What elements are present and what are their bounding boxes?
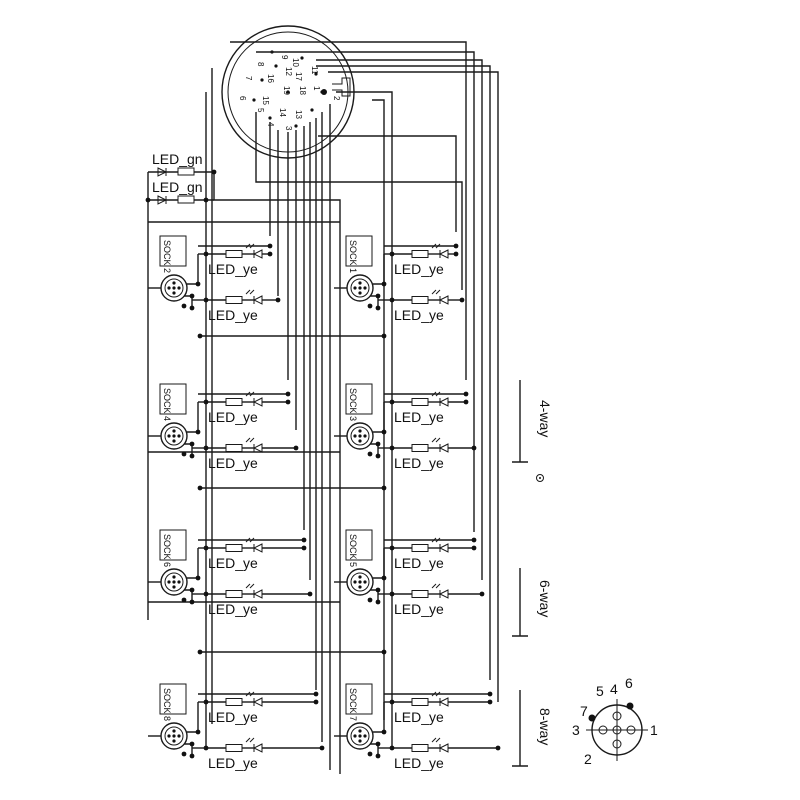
connector-pin-label: 5 — [256, 108, 265, 113]
led-ye-label: LED_ye — [208, 307, 258, 323]
pinout-detail: 1 2 3 4 5 6 7 — [572, 675, 658, 767]
led-ye-label: LED_ye — [394, 409, 444, 425]
pin-label-4: 4 — [610, 681, 618, 697]
connector-pin-label: 18 — [298, 86, 307, 95]
connector-pin-label: 7 — [244, 76, 253, 81]
variant-4-way: 4-way — [537, 400, 553, 437]
led-gn-label: LED_gn — [152, 179, 203, 195]
connector-pin-label: 14 — [278, 108, 287, 117]
led-ye-label: LED_ye — [208, 409, 258, 425]
led-ye-label: LED_ye — [394, 555, 444, 571]
connector-pin-label: 11 — [310, 66, 319, 75]
led-ye-label: LED_ye — [394, 601, 444, 617]
connector-pin-label: 9 — [280, 55, 289, 60]
connector-pin-label: 12 — [284, 67, 293, 76]
connector-pin-label: 8 — [256, 62, 265, 67]
connector-pin-label: 13 — [294, 110, 303, 119]
led-ye-label: LED_ye — [208, 555, 258, 571]
connector-pin-label: 19 — [282, 86, 291, 95]
connector-pin-label: 3 — [284, 126, 293, 131]
led-ye-label: LED_ye — [208, 601, 258, 617]
pin-label-7: 7 — [580, 703, 588, 719]
led-ye-label: LED_ye — [394, 261, 444, 277]
connector-pin-label: 15 — [261, 96, 270, 105]
socket-label: SOCK 2 — [162, 240, 172, 273]
variant-6-way: 6-way — [537, 580, 553, 617]
led-ye-label: LED_ye — [208, 709, 258, 725]
connector-pin-label: 2 — [332, 96, 341, 101]
socket-label: SOCK 8 — [162, 688, 172, 721]
connector-pin-label: 16 — [266, 74, 275, 83]
pin-label-6: 6 — [625, 675, 633, 691]
led-gn-label: LED_gn — [152, 151, 203, 167]
socket-label: SOCK 4 — [162, 388, 172, 421]
led-ye-label: LED_ye — [394, 709, 444, 725]
connector-pin-label: 6 — [238, 96, 247, 101]
socket-label: SOCK 6 — [162, 534, 172, 567]
led-ye-label: LED_ye — [394, 307, 444, 323]
led-ye-label: LED_ye — [208, 455, 258, 471]
connector-wiring — [147, 41, 499, 774]
led-ye-label: LED_ye — [394, 755, 444, 771]
socket-label: SOCK 7 — [348, 688, 358, 721]
pin-label-5: 5 — [596, 683, 604, 699]
socket-label: SOCK 5 — [348, 534, 358, 567]
led-ye-label: LED_ye — [394, 455, 444, 471]
pin-label-2: 2 — [584, 751, 592, 767]
distribution-lines — [148, 333, 387, 655]
connector-pin-label: 17 — [294, 72, 303, 81]
pin-label-3: 3 — [572, 722, 580, 738]
led-ye-label: LED_ye — [208, 261, 258, 277]
pin-label-1: 1 — [650, 722, 658, 738]
socket-label: SOCK 1 — [348, 240, 358, 273]
variant-brackets: 4-way 6-way 8-way — [512, 380, 553, 767]
led-gn-group: LED_gn LED_gn — [145, 151, 217, 205]
connector-pin-label: 1 — [312, 86, 321, 91]
connector-pin-label: 10 — [291, 58, 300, 67]
led-ye-label: LED_ye — [208, 755, 258, 771]
socket-label: SOCK 3 — [348, 388, 358, 421]
variant-8-way: 8-way — [537, 708, 553, 745]
